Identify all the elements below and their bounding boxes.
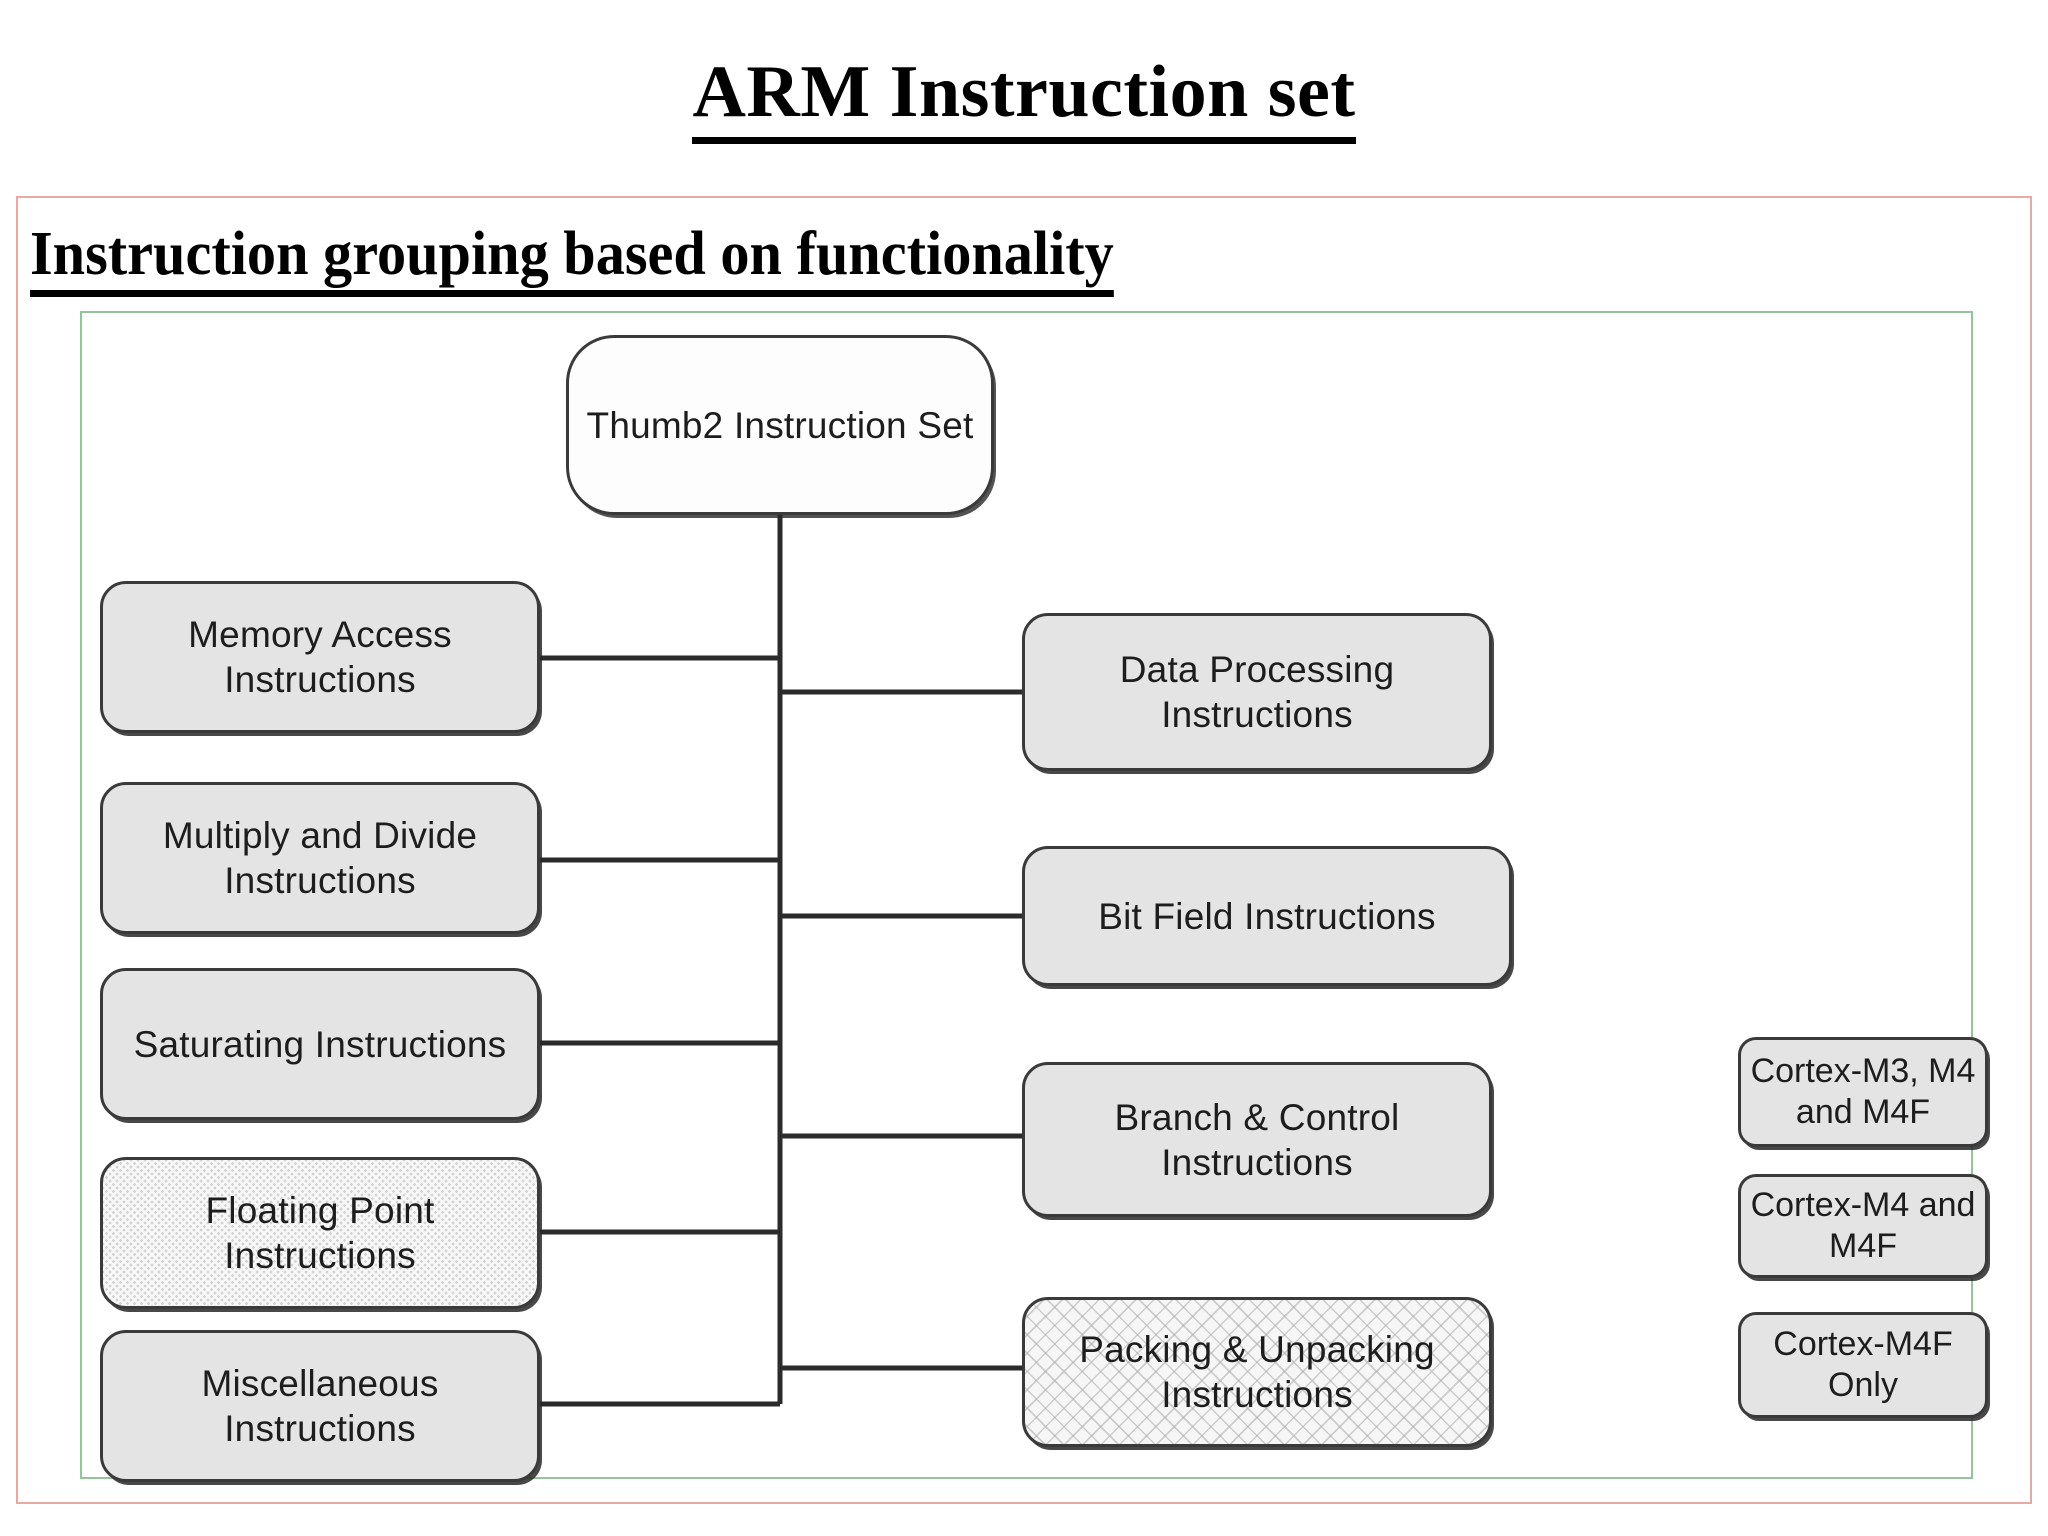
node-label: Data Processing Instructions — [1119, 649, 1395, 735]
node-label: Packing & Unpacking Instructions — [1079, 1329, 1435, 1415]
node-memory-access-instructions[interactable]: Memory Access Instructions — [100, 581, 540, 733]
node-label: Branch & Control Instructions — [1114, 1096, 1400, 1183]
legend-item-cortex-m3-m4-m4f[interactable]: Cortex-M3, M4 and M4F — [1738, 1037, 1988, 1147]
section-heading-text: Instruction grouping based on functional… — [30, 220, 1114, 297]
legend-item-cortex-m4-m4f[interactable]: Cortex-M4 and M4F — [1738, 1174, 1988, 1278]
node-branch-and-control-instructions[interactable]: Branch & Control Instructions — [1022, 1062, 1492, 1217]
node-thumb2-instruction-set[interactable]: Thumb2 Instruction Set — [566, 335, 994, 515]
node-label: Floating Point Instructions — [205, 1190, 435, 1276]
node-data-processing-instructions[interactable]: Data Processing Instructions — [1022, 613, 1492, 771]
node-saturating-instructions[interactable]: Saturating Instructions — [100, 968, 540, 1120]
section-heading: Instruction grouping based on functional… — [30, 218, 1114, 297]
node-miscellaneous-instructions[interactable]: Miscellaneous Instructions — [100, 1330, 540, 1482]
node-label: Miscellaneous Instructions — [201, 1363, 439, 1449]
legend-item-cortex-m4f-only[interactable]: Cortex-M4F Only — [1738, 1312, 1988, 1418]
legend-label: Cortex-M4 and M4F — [1750, 1186, 1976, 1265]
node-label: Memory Access Instructions — [188, 614, 452, 700]
node-packing-and-unpacking-instructions[interactable]: Packing & Unpacking Instructions — [1022, 1297, 1492, 1447]
node-label: Saturating Instructions — [133, 1023, 507, 1065]
node-bit-field-instructions[interactable]: Bit Field Instructions — [1022, 846, 1512, 986]
node-label: Multiply and Divide Instructions — [162, 815, 478, 901]
page-title: ARM Instruction set — [0, 48, 2048, 144]
legend-label: Cortex-M4F Only — [1773, 1325, 1953, 1404]
node-floating-point-instructions[interactable]: Floating Point Instructions — [100, 1157, 540, 1309]
node-label: Thumb2 Instruction Set — [586, 404, 974, 446]
page-title-text: ARM Instruction set — [692, 51, 1356, 144]
legend-label: Cortex-M3, M4 and M4F — [1750, 1052, 1976, 1131]
node-label: Bit Field Instructions — [1098, 895, 1436, 937]
node-multiply-and-divide-instructions[interactable]: Multiply and Divide Instructions — [100, 782, 540, 934]
